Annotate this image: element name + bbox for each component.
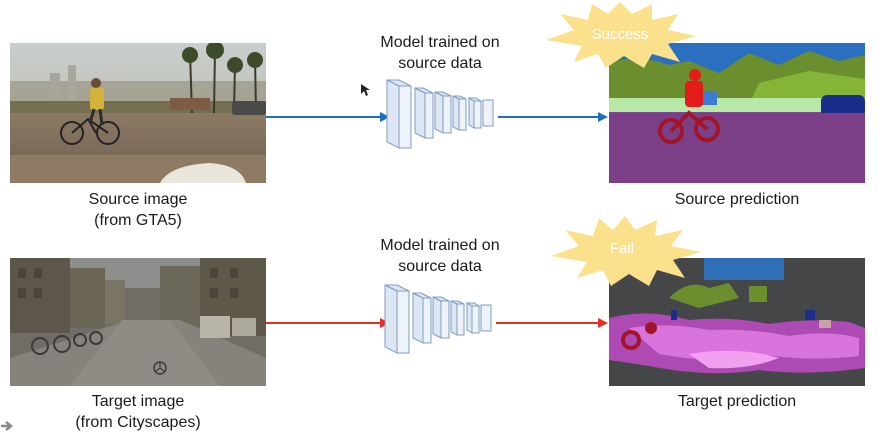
source-prediction-image — [609, 43, 865, 183]
target-image — [10, 258, 266, 386]
target-image-caption-line2: (from Cityscapes) — [75, 414, 201, 431]
arrow-target-to-model — [266, 318, 390, 328]
network-icon — [384, 284, 492, 354]
source-image-caption-line2: (from GTA5) — [94, 212, 182, 229]
target-prediction-caption: Target prediction — [677, 393, 797, 410]
fail-label: Fail — [609, 240, 635, 257]
source-image-caption-line1: Source image — [88, 191, 188, 208]
mouse-cursor-icon — [361, 84, 370, 96]
source-image-caption: Source image (from GTA5) — [38, 189, 238, 231]
model-label-1: Model trained on source data — [355, 32, 525, 74]
success-label: Success — [591, 26, 649, 43]
model-label-1-line1: Model trained on — [380, 34, 500, 51]
success-burst-icon — [546, 2, 696, 68]
model-label-1-line2: source data — [398, 55, 482, 72]
arrow-model-to-target-prediction — [496, 318, 608, 328]
source-image — [10, 43, 266, 183]
model-label-2-line2: source data — [398, 258, 482, 275]
target-image-caption-line1: Target image — [91, 393, 185, 410]
model-label-2-line1: Model trained on — [380, 237, 500, 254]
play-arrow-icon — [1, 421, 14, 431]
fail-burst-icon — [551, 216, 701, 286]
network-icon — [386, 79, 494, 149]
target-image-caption: Target image (from Cityscapes) — [38, 391, 238, 433]
arrow-model-to-source-prediction — [498, 112, 608, 122]
model-label-2: Model trained on source data — [355, 235, 525, 277]
source-prediction-caption: Source prediction — [674, 191, 800, 208]
arrow-source-to-model — [266, 112, 390, 122]
